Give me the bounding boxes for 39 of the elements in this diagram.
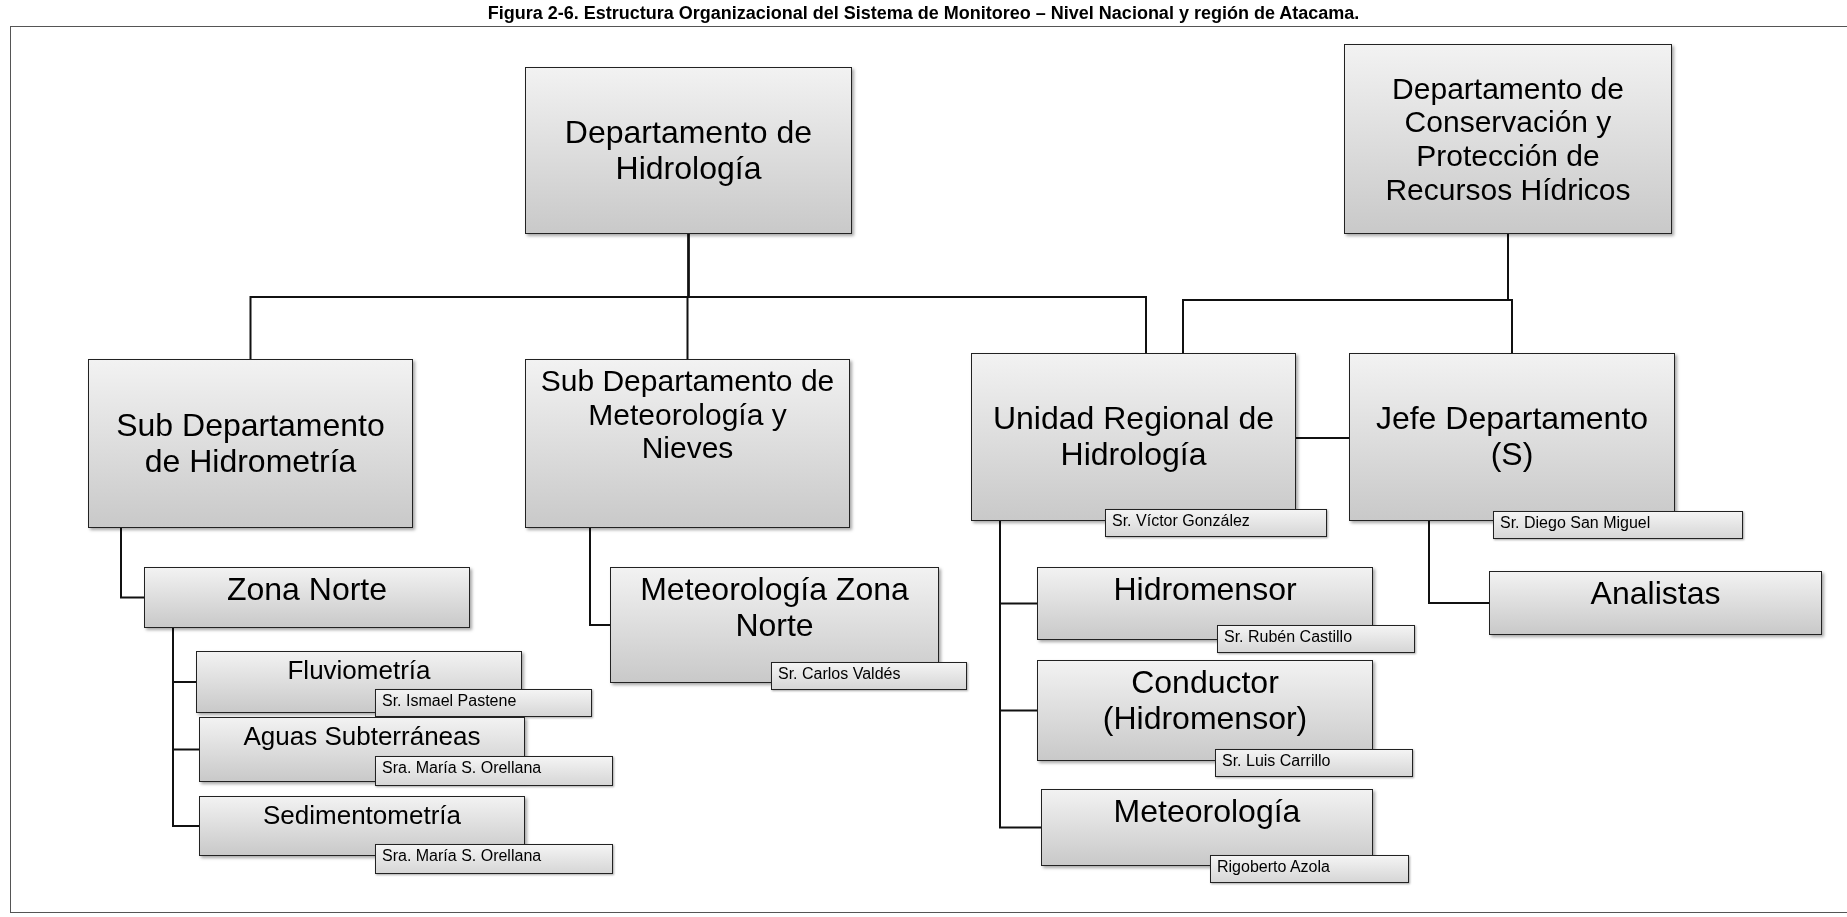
org-box [88, 359, 413, 528]
connector-line [1295, 437, 1350, 439]
connector-line [589, 527, 611, 626]
org-box [525, 359, 850, 528]
name-tag: Sra. María S. Orellana [375, 756, 613, 786]
name-tag: Sr. Rubén Castillo [1217, 625, 1415, 653]
connector-line [1428, 520, 1490, 604]
org-box-label: Departamento de Hidrología [563, 114, 814, 187]
org-box-label: Meteorología Zona Norte [639, 572, 910, 644]
org-box-label: Sub Departamento de Hidrometría [115, 407, 386, 480]
org-box [1489, 571, 1822, 635]
connector-line [172, 627, 200, 827]
connector-line [687, 233, 1147, 354]
connector-line [120, 527, 145, 599]
name-tag: Sr. Víctor González [1105, 509, 1327, 537]
org-box-label: Sub Departamento de Meteorología y Nieves [540, 364, 835, 465]
org-box-label: Sedimentometría [263, 801, 461, 831]
org-box-label: Aguas Subterráneas [243, 722, 481, 752]
org-box [1344, 44, 1672, 234]
connector-line [1507, 233, 1513, 354]
org-box-label: Zona Norte [226, 572, 388, 608]
org-box-label: Fluviometría [287, 656, 431, 686]
name-tag: Sr. Diego San Miguel [1493, 511, 1743, 539]
org-box-label: Jefe Departamento (S) [1374, 401, 1650, 473]
org-box-label: Hidromensor [1113, 572, 1297, 608]
name-tag: Sra. María S. Orellana [375, 844, 613, 874]
org-box-label: Meteorología [1113, 794, 1301, 830]
name-tag: Sr. Ismael Pastene [375, 689, 592, 717]
org-box [144, 567, 470, 628]
name-tag: Rigoberto Azola [1210, 855, 1409, 883]
name-tag: Sr. Luis Carrillo [1215, 749, 1413, 777]
connector-line [999, 520, 1042, 829]
org-box-label: Conductor (Hidromensor) [1101, 665, 1309, 737]
org-box-label: Analistas [1590, 576, 1721, 612]
org-box-label: Unidad Regional de Hidrología [991, 401, 1276, 473]
figure-title: Figura 2-6. Estructura Organizacional del Sistema de Monitoreo – Nivel Nacional y región de Atacama. [486, 3, 1361, 24]
org-box-label: Departamento de Conservación y Protección de Recursos Hídricos [1384, 71, 1632, 207]
name-tag: Sr. Carlos Valdés [771, 662, 967, 690]
org-box [525, 67, 852, 234]
